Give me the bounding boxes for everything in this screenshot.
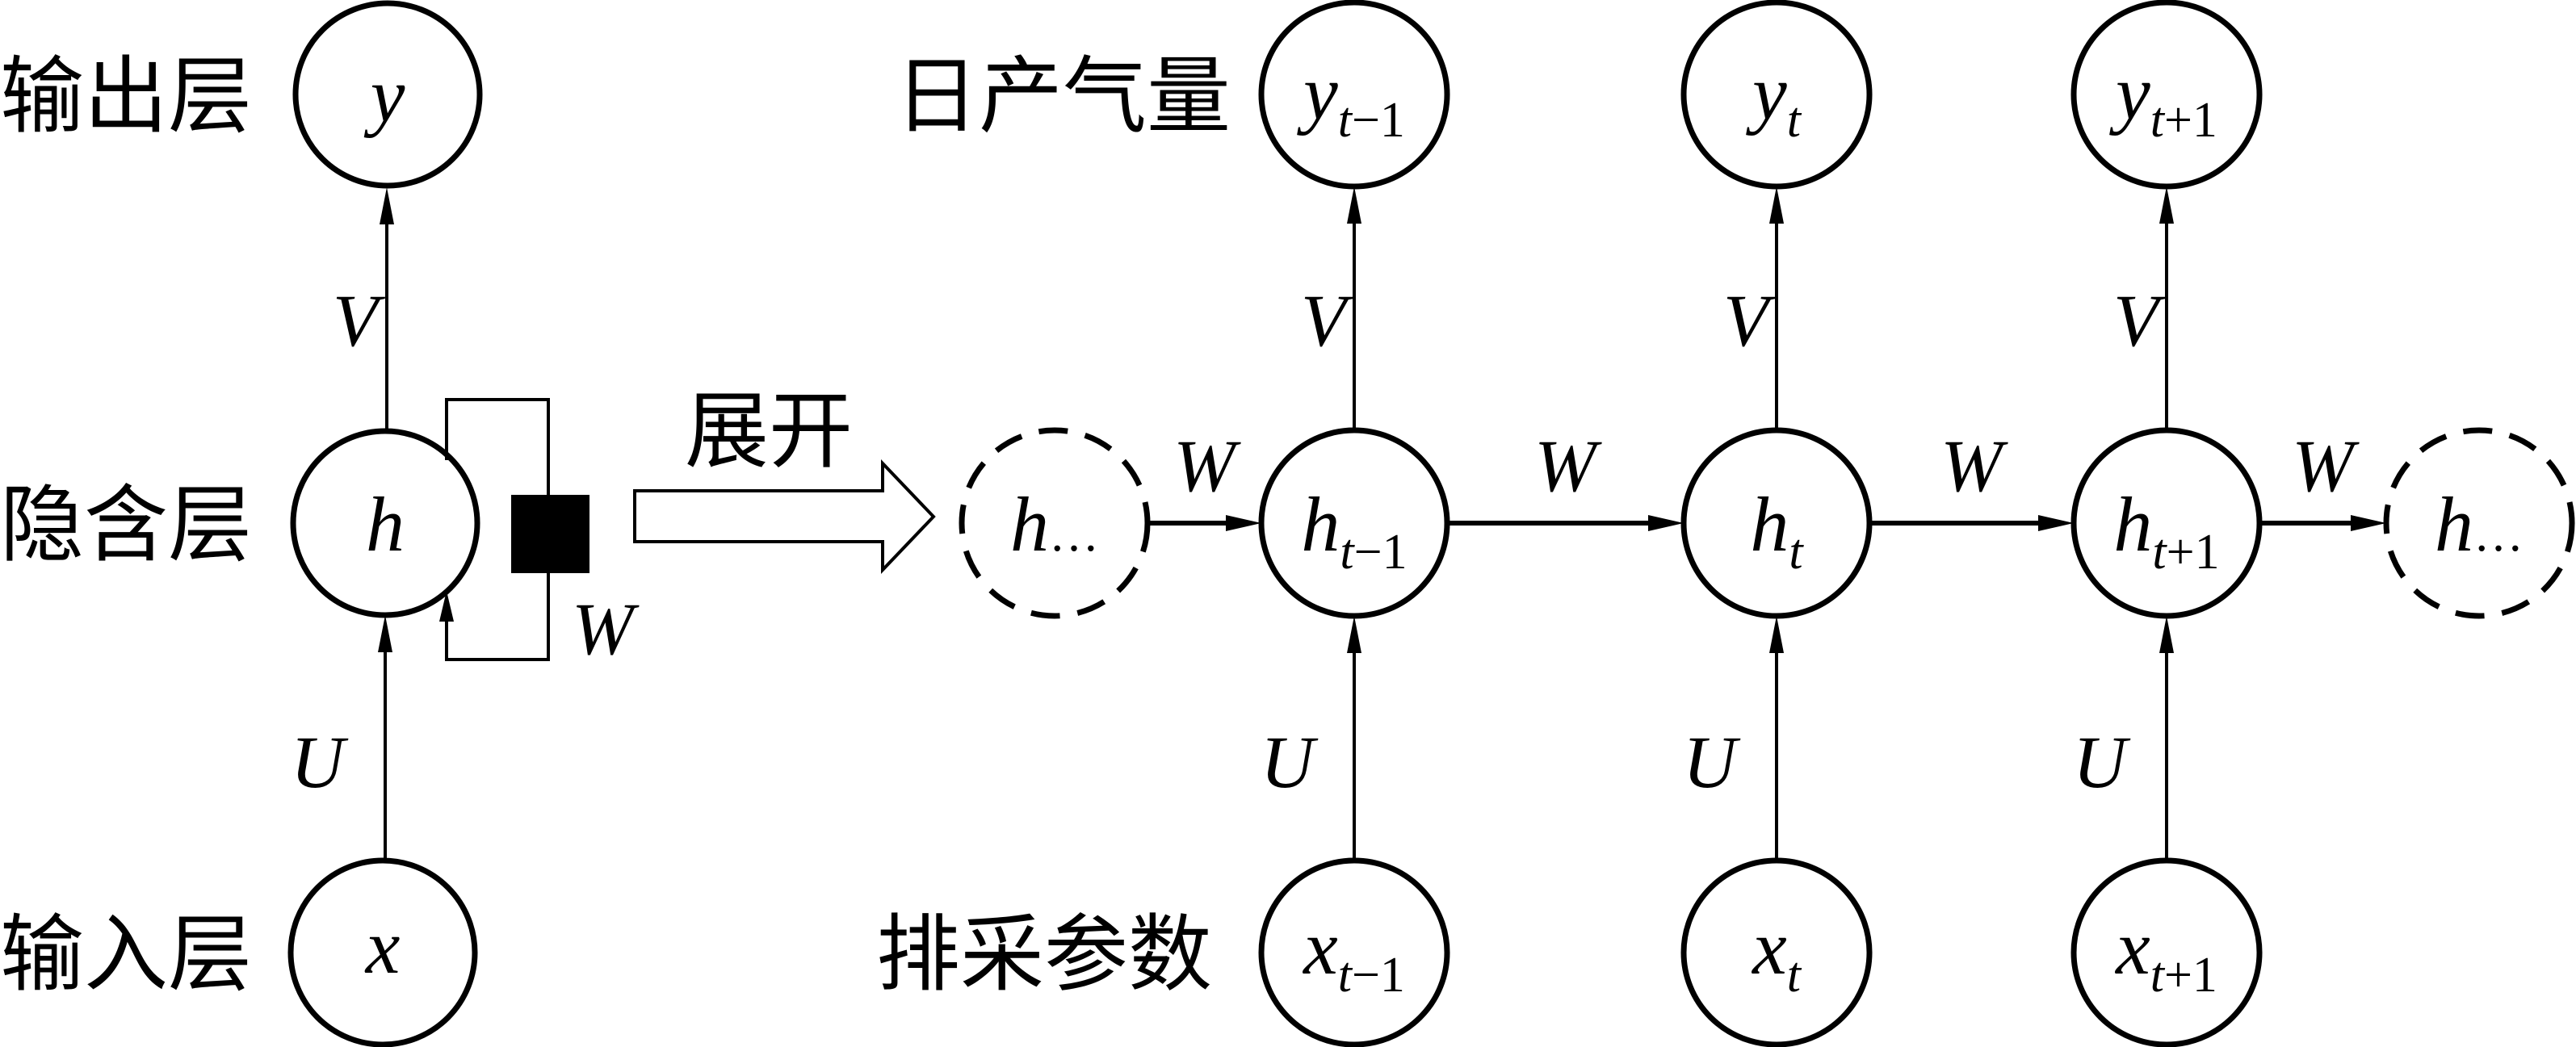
weight-label-v: V bbox=[333, 279, 386, 362]
recurrent-edge-arrowhead bbox=[1648, 515, 1684, 531]
recurrent-weight-block bbox=[511, 495, 589, 573]
weight-label-v: V bbox=[2113, 279, 2167, 362]
input-to-hidden-arrowhead bbox=[378, 615, 392, 652]
weight-label-w: W bbox=[1173, 425, 1241, 507]
weight-label-w: W bbox=[1940, 425, 2008, 507]
unfold-arrow bbox=[633, 459, 936, 574]
output-node-label: yt−1 bbox=[1296, 49, 1405, 148]
recurrent-loop-arrowhead bbox=[439, 591, 454, 622]
weight-label-u: U bbox=[291, 721, 349, 803]
recurrent-edge-arrowhead bbox=[1226, 515, 1261, 531]
hidden-node-label: ht−1 bbox=[1301, 481, 1407, 580]
output-node-symbol: y bbox=[363, 52, 405, 138]
ellipsis-hidden-node-label: h… bbox=[1010, 481, 1099, 567]
weight-label-u: U bbox=[2073, 721, 2131, 803]
input-node-label: xt bbox=[1751, 904, 1802, 1003]
weight-label-v: V bbox=[1723, 279, 1777, 362]
hidden-to-output-arrowhead bbox=[380, 187, 394, 224]
hidden-node-symbol: h bbox=[366, 481, 405, 567]
time-step: yt ht xt V U bbox=[1680, 0, 1873, 1047]
weight-label-u: U bbox=[1261, 721, 1319, 803]
ellipsis-hidden-node-label: h… bbox=[2435, 481, 2524, 567]
hidden-to-output-arrowhead bbox=[2159, 186, 2174, 224]
hidden-chain: h… h… W W W W bbox=[959, 425, 2575, 619]
recurrent-edge-arrowhead bbox=[2351, 515, 2386, 531]
weight-label-v: V bbox=[1301, 279, 1354, 362]
unfold-label: 展开 bbox=[685, 382, 853, 480]
input-node-label: xt+1 bbox=[2114, 904, 2217, 1003]
hidden-node bbox=[2070, 427, 2263, 619]
weight-label-w: W bbox=[1534, 425, 1602, 507]
weight-label-u: U bbox=[1683, 721, 1741, 803]
drainage-params-label: 排采参数 bbox=[876, 905, 1212, 1003]
time-step: yt−1 ht−1 xt−1 V U bbox=[1258, 0, 1450, 1047]
hidden-node-label: ht+1 bbox=[2113, 481, 2219, 580]
input-to-hidden-arrowhead bbox=[2159, 616, 2174, 653]
output-node-label: yt+1 bbox=[2108, 49, 2217, 148]
input-node-symbol: x bbox=[364, 903, 401, 990]
hidden-node bbox=[1258, 427, 1450, 619]
folded-network: 输出层 隐含层 输入层 y h x V U W bbox=[0, 0, 640, 1047]
unfold-arrow-group: 展开 bbox=[633, 382, 936, 574]
recurrent-edge-arrowhead bbox=[2038, 515, 2074, 531]
input-node bbox=[287, 857, 478, 1047]
output-node bbox=[292, 0, 483, 189]
output-layer-label: 输出层 bbox=[0, 47, 252, 145]
hidden-node-label: ht bbox=[1750, 481, 1804, 580]
hidden-layer-label: 隐含层 bbox=[0, 475, 252, 574]
hidden-to-output-arrowhead bbox=[1347, 186, 1361, 224]
input-to-hidden-arrowhead bbox=[1347, 616, 1361, 653]
weight-label-w-loop: W bbox=[572, 588, 640, 670]
time-steps: yt−1 ht−1 xt−1 V Uyt ht xt V Uyt+1 ht+1 xt+1 V U bbox=[1258, 0, 2263, 1047]
time-step: yt+1 ht+1 xt+1 V U bbox=[2070, 0, 2263, 1047]
unfolded-network: 日产气量 排采参数 yt−1 ht−1 xt−1 V Uyt ht xt V Uyt+1 ht+1… bbox=[876, 0, 2575, 1047]
hidden-to-output-arrowhead bbox=[1769, 186, 1784, 224]
input-to-hidden-arrowhead bbox=[1769, 616, 1784, 653]
input-node-label: xt−1 bbox=[1302, 904, 1405, 1003]
daily-gas-label: 日产气量 bbox=[895, 47, 1231, 145]
input-layer-label: 输入层 bbox=[0, 905, 252, 1003]
weight-label-w: W bbox=[2292, 425, 2360, 507]
output-node-label: yt bbox=[1745, 49, 1802, 148]
